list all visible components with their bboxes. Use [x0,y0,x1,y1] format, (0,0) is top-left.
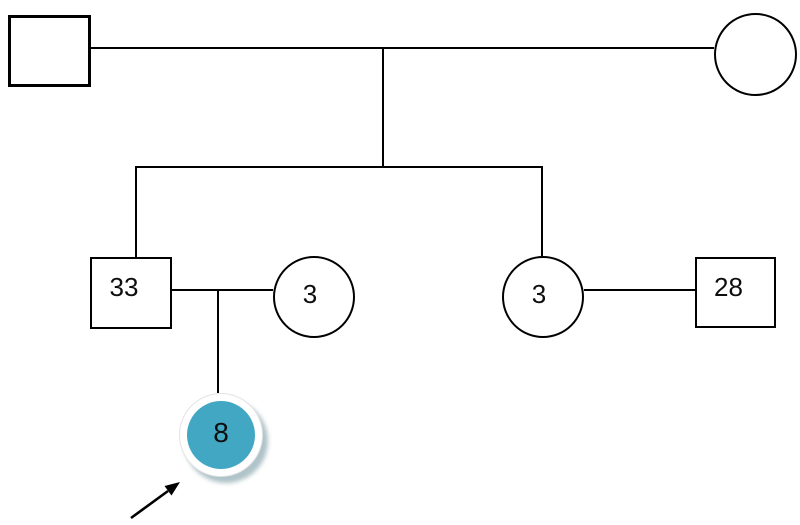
person-label: 28 [714,271,743,302]
descent-line-proband [217,289,219,393]
couple-line-gen2-left [172,289,273,291]
drop-line-right-child [541,166,543,256]
person-label: 3 [531,279,547,309]
descent-line-gen1 [382,47,384,168]
person-node-gen2-right-male: 28 [695,257,776,328]
person-node-gen2-left-female: 3 [273,256,355,338]
person-label: 3 [302,279,318,309]
proband-arrow-icon [130,482,180,520]
person-label: 8 [213,417,229,448]
drop-line-left-child [135,166,137,257]
person-label: 33 [109,272,139,302]
couple-line-gen2-right [584,289,695,291]
person-node-gen1-female [714,13,797,96]
couple-line-gen1 [91,47,714,49]
person-node-gen2-left-male: 33 [90,257,172,329]
person-node-gen1-male [8,15,91,87]
person-node-gen2-right-female: 3 [502,256,584,338]
person-node-proband: 8 [187,401,255,469]
person-node-proband-highlight-ring: 8 [179,393,263,477]
sibling-line-gen2 [135,166,543,168]
